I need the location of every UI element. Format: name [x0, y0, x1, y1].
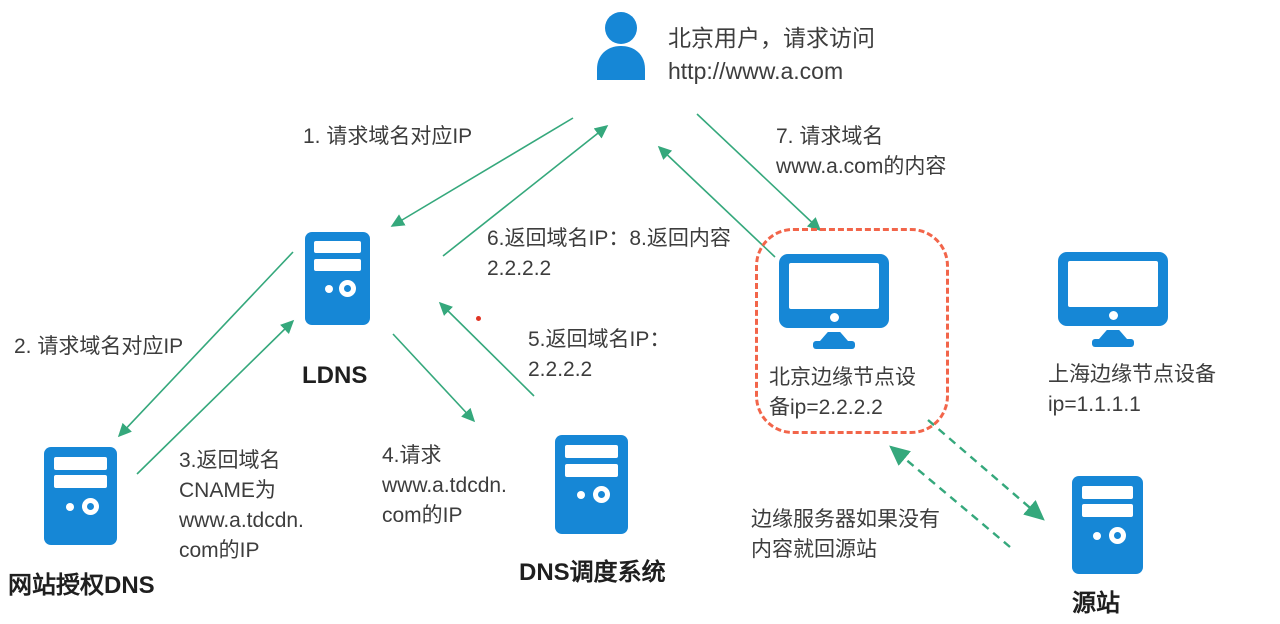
shanghai-edge-caption: 上海边缘节点设备 ip=1.1.1.1 — [1048, 360, 1216, 420]
step5-label: 5.返回域名IP： 2.2.2.2 — [528, 325, 670, 385]
shanghai-edge-line2: ip=1.1.1.1 — [1048, 393, 1141, 417]
shanghai-edge-line1: 上海边缘节点设备 — [1048, 363, 1216, 386]
step4-line3: com的IP — [382, 504, 463, 528]
monitor-screen — [1068, 261, 1158, 307]
step7-label: 7. 请求域名 www.a.com的内容 — [776, 122, 946, 182]
step7-line1: 7. 请求域名 — [776, 125, 884, 148]
server-slot — [54, 475, 107, 489]
server-slot — [314, 258, 361, 272]
origin-label: 源站 — [1072, 590, 1120, 617]
shanghai-edge-monitor-icon — [1058, 252, 1168, 348]
monitor-screen — [789, 263, 879, 309]
server-slot — [1081, 485, 1134, 499]
server-slot — [565, 444, 618, 458]
user-caption-line2: http://www.a.com — [668, 57, 844, 84]
step7-line2: www.a.com的内容 — [776, 155, 947, 179]
server-led-dot — [65, 502, 74, 511]
monitor-dot — [829, 313, 839, 322]
ldns-label: LDNS — [302, 362, 368, 389]
step3-line2: CNAME为 — [179, 479, 276, 503]
step6-label: 6.返回域名IP：8.返回内容 2.2.2.2 — [487, 224, 731, 284]
step3-line4: com的IP — [179, 539, 260, 563]
arrow-edge-to-origin-dashed — [927, 419, 1045, 521]
ldns-server-icon — [305, 232, 370, 325]
red-pointer-dot — [476, 316, 481, 321]
monitor-dot — [1108, 311, 1118, 320]
beijing-edge-highlight-box — [755, 228, 949, 434]
arrow-step5-scheduler-to-ldns — [438, 301, 535, 397]
step6-line1: 6.返回域名IP：8.返回内容 — [487, 227, 731, 250]
dns-scheduler-server-icon — [555, 435, 628, 534]
monitor-base — [813, 341, 855, 349]
server-slot — [314, 241, 361, 254]
server-led-dot — [324, 285, 333, 293]
origin-note-line1: 边缘服务器如果没有 — [751, 508, 940, 531]
step2-label: 2. 请求域名对应IP — [14, 335, 184, 358]
dns-scheduler-label: DNS调度系统 — [519, 559, 666, 586]
server-power-ring — [1108, 526, 1126, 544]
monitor-neck — [820, 332, 848, 341]
monitor-neck — [1099, 330, 1127, 339]
step5-line1: 5.返回域名IP： — [528, 328, 671, 351]
server-led-dot — [576, 491, 585, 500]
beijing-edge-caption: 北京边缘节点设 备ip=2.2.2.2 — [769, 363, 916, 423]
beijing-edge-line2: 备ip=2.2.2.2 — [769, 396, 883, 420]
origin-note: 边缘服务器如果没有 内容就回源站 — [751, 505, 940, 565]
step1-label: 1. 请求域名对应IP — [303, 125, 473, 148]
server-power-ring — [81, 497, 99, 515]
user-caption-line1: 北京用户，请求访问 — [668, 25, 875, 51]
auth-dns-server-icon — [44, 447, 117, 545]
step3-line1: 3.返回域名 — [179, 449, 281, 472]
auth-dns-label: 网站授权DNS — [8, 572, 155, 599]
beijing-edge-monitor-icon — [779, 254, 889, 350]
step4-label: 4.请求 www.a.tdcdn. com的IP — [382, 441, 507, 531]
beijing-edge-line1: 北京边缘节点设 — [769, 366, 916, 389]
server-slot — [1081, 504, 1134, 518]
server-slot — [54, 456, 107, 470]
step3-label: 3.返回域名 CNAME为 www.a.tdcdn. com的IP — [179, 446, 304, 566]
step4-line2: www.a.tdcdn. — [382, 474, 507, 498]
user-icon — [597, 12, 645, 80]
user-caption: 北京用户，请求访问 http://www.a.com — [668, 22, 875, 88]
arrow-step4-ldns-to-scheduler — [392, 333, 476, 423]
step6-line2: 2.2.2.2 — [487, 257, 552, 281]
server-power-ring — [592, 486, 610, 504]
origin-note-line2: 内容就回源站 — [751, 538, 877, 562]
monitor-base — [1092, 339, 1134, 347]
server-slot — [565, 463, 618, 477]
origin-server-icon — [1072, 476, 1143, 574]
step3-line3: www.a.tdcdn. — [179, 509, 304, 533]
step5-line2: 2.2.2.2 — [528, 358, 593, 382]
server-power-ring — [338, 280, 356, 298]
step4-line1: 4.请求 — [382, 444, 442, 467]
server-led-dot — [1093, 531, 1102, 540]
